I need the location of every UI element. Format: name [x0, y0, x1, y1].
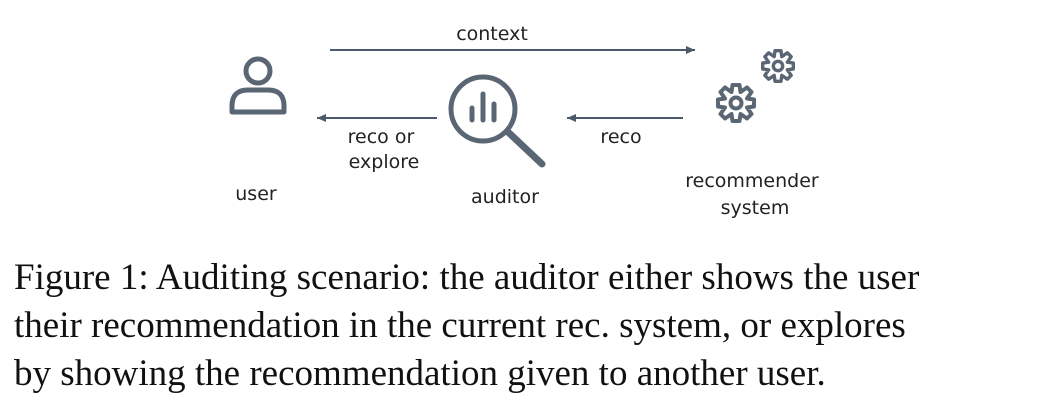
caption-line-1: Figure 1: Auditing scenario: the auditor… [14, 257, 920, 298]
recommender-label-line2: system [721, 197, 790, 219]
auditing-diagram: user auditor recommender system context … [229, 23, 825, 219]
reco-or-explore-line1: reco or [348, 126, 415, 148]
gears-icon [716, 49, 795, 123]
reco-or-explore-line2: explore [349, 151, 420, 173]
user-icon [229, 56, 287, 115]
magnifier-chart-icon [448, 74, 546, 168]
reco-or-explore-label: reco or explore [348, 126, 421, 173]
recommender-label-line1: recommender [685, 170, 819, 192]
recommender-label: recommender system [685, 170, 825, 219]
figure-caption: Figure 1: Auditing scenario: the auditor… [14, 254, 1044, 398]
user-label: user [235, 183, 277, 205]
caption-line-3: by showing the recommendation given to a… [14, 353, 826, 394]
caption-line-2: their recommendation in the current rec.… [14, 305, 906, 346]
reco-label: reco [600, 126, 641, 148]
auditor-label: auditor [471, 186, 539, 208]
context-label: context [456, 23, 528, 45]
